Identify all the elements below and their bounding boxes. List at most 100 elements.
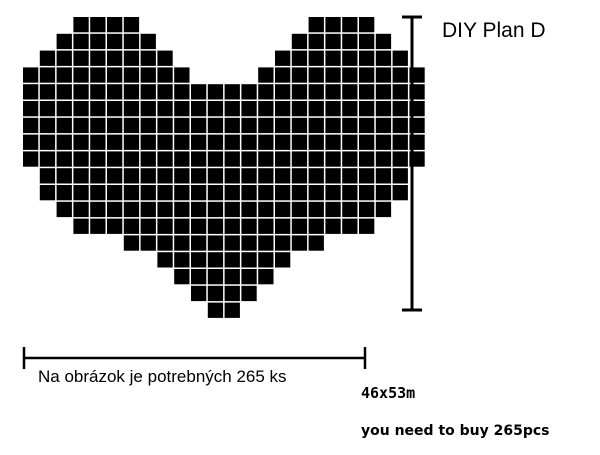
heart-tile [90,218,106,234]
heart-tile [275,101,291,117]
heart-tile [325,84,341,100]
heart-tile [107,185,123,201]
heart-tile [123,84,140,100]
heart-tile [359,201,375,218]
heart-tile [191,151,207,167]
heart-tile [140,50,156,66]
heart-tile [258,269,274,285]
plan-title: DIY Plan D [442,19,546,42]
heart-tile [224,235,240,251]
heart-tile [342,33,358,50]
heart-tile [107,67,123,83]
heart-tile [157,235,173,251]
heart-tile [258,117,274,134]
heart-tile [23,117,39,134]
heart-tile [39,134,56,150]
heart-tile [90,117,106,134]
heart-tile [275,134,291,150]
heart-tile [107,84,123,100]
heart-tile [174,269,190,285]
heart-tile [224,285,240,302]
heart-tile [191,201,207,218]
heart-tile [258,201,274,218]
heart-tile [73,17,89,33]
heart-tile [291,151,308,167]
heart-tile [56,67,72,83]
heart-tile [308,101,324,117]
heart-tile [140,67,156,83]
heart-tile [23,101,39,117]
heart-tile [207,151,224,167]
heart-tile [224,117,240,134]
heart-tile [275,50,291,66]
heart-tile [325,117,341,134]
heart-tile [207,269,224,285]
heart-tile [107,17,123,33]
heart-tile [359,218,375,234]
heart-tile [224,168,240,184]
heart-tile [140,33,156,50]
heart-tile [308,235,324,251]
heart-tile [258,235,274,251]
heart-tile [207,218,224,234]
heart-tile [107,201,123,218]
heart-tile [325,101,341,117]
heart-tile [342,17,358,33]
heart-tile [308,50,324,66]
heart-tile [375,134,392,150]
heart-tile [258,185,274,201]
heart-tile [275,218,291,234]
heart-tile [174,185,190,201]
dimensions-label: 46x53m [361,384,416,402]
heart-tile [123,50,140,66]
heart-tile [107,168,123,184]
heart-tile [123,67,140,83]
heart-tile [342,101,358,117]
heart-tile [73,168,89,184]
heart-tile [39,101,56,117]
width-dimension-rule [22,347,367,369]
heart-tile [325,201,341,218]
heart-tile [157,67,173,83]
heart-tile [39,50,56,66]
heart-tile [241,269,257,285]
heart-tile [56,151,72,167]
heart-tile [107,117,123,134]
heart-tile [342,50,358,66]
heart-tile [308,117,324,134]
heart-tile [73,218,89,234]
heart-tile [123,185,140,201]
heart-tile [291,67,308,83]
heart-tile [241,218,257,234]
heart-tile [359,117,375,134]
heart-tile [375,50,392,66]
heart-tile [342,218,358,234]
heart-tile [325,33,341,50]
heart-tile [308,201,324,218]
heart-tile [140,84,156,100]
heart-tile [191,101,207,117]
heart-tile [191,134,207,150]
heart-tile [23,67,39,83]
heart-tile [123,235,140,251]
heart-tile [123,101,140,117]
heart-tile [224,84,240,100]
heart-tile [107,134,123,150]
heart-tile [174,101,190,117]
heart-tile [123,134,140,150]
heart-tile [39,185,56,201]
heart-tile [342,185,358,201]
heart-tile [73,67,89,83]
heart-tile [207,302,224,318]
heart-tile [157,151,173,167]
heart-tile [90,101,106,117]
heart-tile [308,168,324,184]
heart-tile [73,50,89,66]
heart-tile [392,117,408,134]
heart-tile [375,201,392,218]
heart-tile [123,168,140,184]
heart-tile [191,168,207,184]
heart-tile [157,201,173,218]
heart-tile [392,151,408,167]
